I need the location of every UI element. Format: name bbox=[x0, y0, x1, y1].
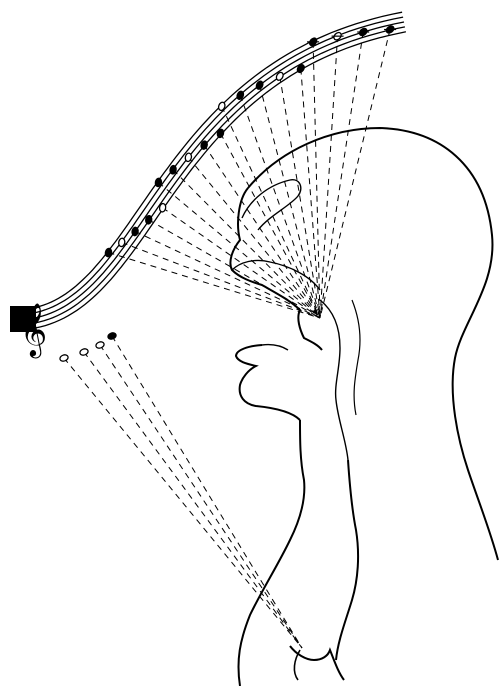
neck-back-outline bbox=[336, 460, 358, 660]
projection-ray bbox=[320, 30, 390, 318]
music-note-icon bbox=[59, 354, 69, 363]
pharynx-line bbox=[352, 300, 360, 415]
projection-ray bbox=[313, 42, 320, 318]
staff-line bbox=[14, 17, 403, 315]
projection-ray bbox=[84, 352, 302, 648]
projection-ray bbox=[122, 242, 320, 318]
projection-ray bbox=[135, 231, 320, 318]
projection-ray bbox=[320, 36, 338, 318]
sinus-cavity-outline bbox=[242, 180, 301, 230]
music-note-icon bbox=[79, 348, 89, 357]
staff-notes bbox=[105, 25, 396, 258]
staff-line bbox=[14, 27, 405, 325]
svg-text:𝄞: 𝄞 bbox=[20, 302, 47, 358]
treble-clef-icon: 𝄞 bbox=[10, 302, 47, 358]
music-note-icon bbox=[95, 341, 105, 350]
projection-ray bbox=[280, 76, 320, 318]
head-back-outline bbox=[248, 128, 498, 560]
projection-ray bbox=[163, 208, 320, 318]
music-note-icon bbox=[107, 332, 117, 341]
neck-front-outline bbox=[238, 420, 304, 686]
projection-ray bbox=[320, 32, 363, 318]
projection-ray bbox=[64, 358, 302, 648]
projection-ray bbox=[112, 336, 302, 648]
staff-line bbox=[14, 32, 406, 330]
curved-music-staff bbox=[14, 12, 406, 330]
projection-ray bbox=[158, 182, 320, 318]
projection-ray bbox=[100, 345, 302, 648]
projection-ray bbox=[149, 220, 320, 318]
projection-ray bbox=[108, 252, 320, 318]
mouth-chin-outline bbox=[236, 345, 300, 420]
throat-interior-line bbox=[320, 300, 348, 460]
projection-ray bbox=[204, 145, 320, 318]
human-profile-outline bbox=[230, 128, 498, 686]
lip-line bbox=[262, 345, 288, 350]
music-note-icon bbox=[131, 227, 138, 236]
hand-outline bbox=[290, 646, 344, 680]
